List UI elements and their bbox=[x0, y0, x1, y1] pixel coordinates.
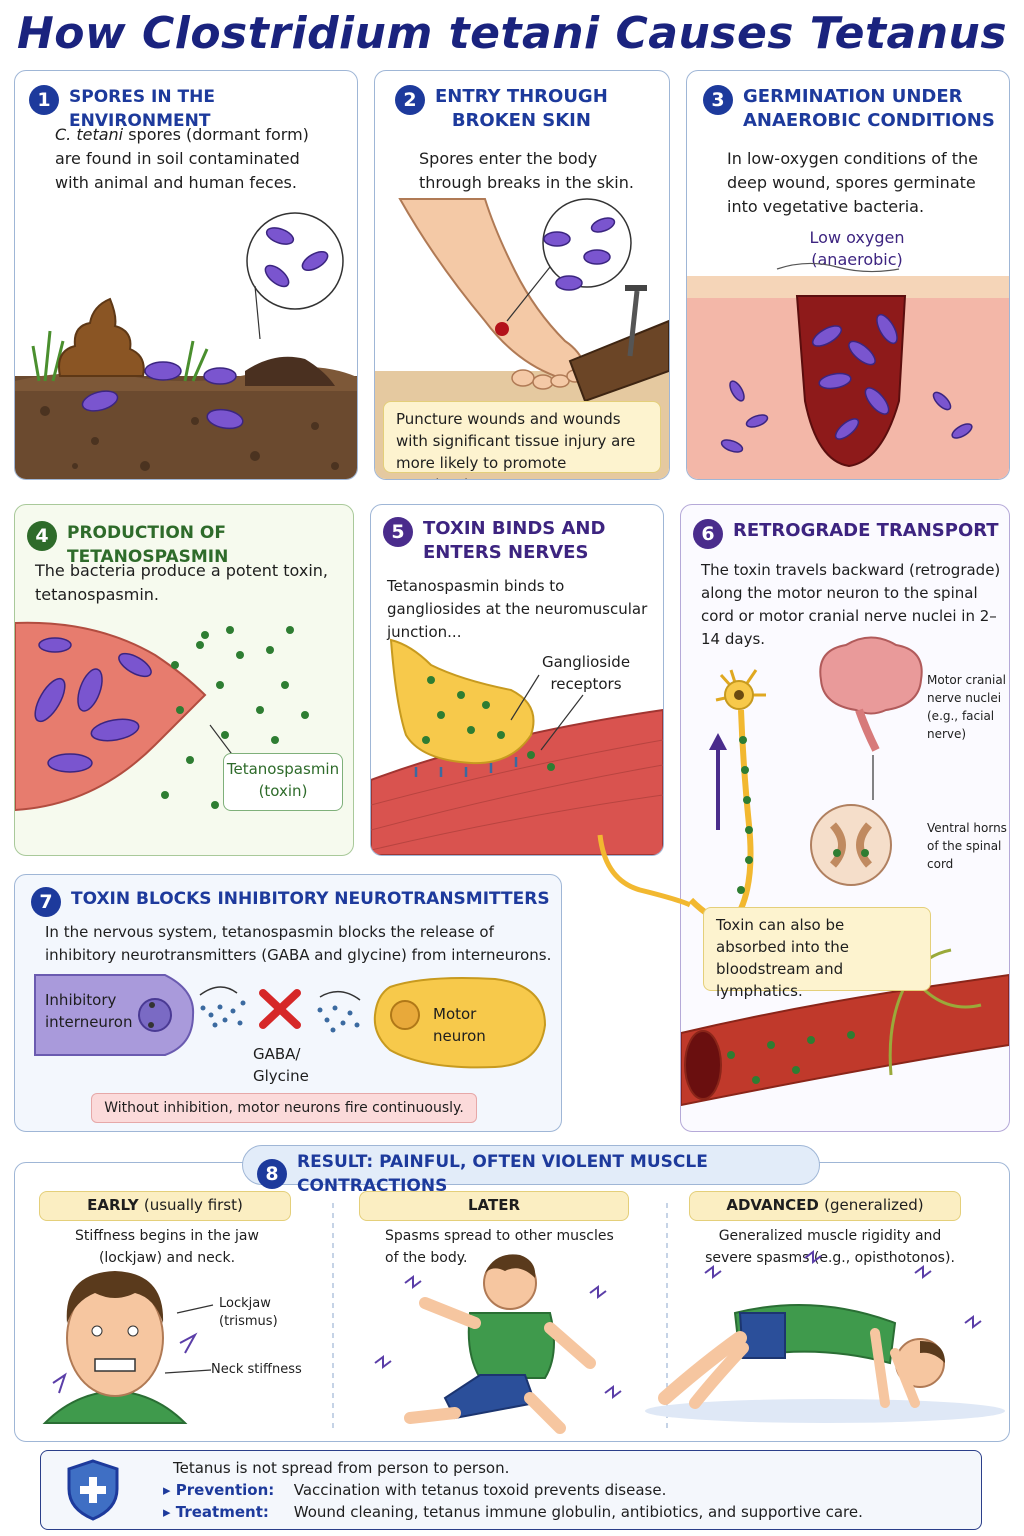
wound-note: Puncture wounds and wounds with signific… bbox=[383, 401, 661, 479]
panel-heading: RESULT: PAINFUL, OFTEN VIOLENT MUSCLE CO… bbox=[297, 1152, 708, 1196]
lockjaw-label: Lockjaw(trismus) bbox=[219, 1296, 278, 1329]
toxin-release-illustration bbox=[15, 621, 309, 812]
neuron-transport-illustration bbox=[681, 636, 1009, 1107]
spasm-person-illustration bbox=[374, 1254, 622, 1434]
soil-illustration bbox=[15, 212, 357, 479]
panel-tetanospasmin-production: 4 PRODUCTION OF TETANOSPASMIN The bacter… bbox=[14, 504, 354, 856]
result-header-pill: 8 RESULT: PAINFUL, OFTEN VIOLENT MUSCLE … bbox=[242, 1145, 820, 1196]
panel-heading: TOXIN BLOCKS INHIBITORY NEUROTRANSMITTER… bbox=[71, 889, 550, 909]
panel-spores-environment: 1 SPORES IN THE ENVIRONMENT C. tetani sp… bbox=[14, 70, 358, 480]
later-text: Spasms spread to other muscles of the bo… bbox=[385, 1228, 614, 1266]
panel-text: In low-oxygen conditions of the deep wou… bbox=[727, 149, 978, 216]
step-number: 1 bbox=[29, 85, 59, 115]
step-number: 8 bbox=[257, 1159, 287, 1189]
panel-text: C. tetani spores (dormant form) are foun… bbox=[55, 125, 309, 192]
panel-heading: SPORES IN THE ENVIRONMENT bbox=[69, 87, 215, 131]
advanced-text: Generalized muscle rigidity and severe s… bbox=[705, 1228, 955, 1266]
panel-heading: PRODUCTION OF TETANOSPASMIN bbox=[67, 523, 229, 567]
prevention-row: ▸ Prevention:Vaccination with tetanus to… bbox=[163, 1481, 667, 1499]
not-contagious-text: Tetanus is not spread from person to per… bbox=[173, 1459, 510, 1477]
stage-advanced-badge: ADVANCED (generalized) bbox=[689, 1191, 961, 1221]
panel-heading: RETROGRADE TRANSPORT bbox=[733, 520, 999, 541]
low-oxygen-label: Low oxygen(anaerobic) bbox=[809, 228, 905, 269]
panel-retrograde-transport: 6 RETROGRADE TRANSPORT The toxin travels… bbox=[680, 504, 1010, 1132]
synapse-block-illustration bbox=[34, 974, 547, 1069]
step-number: 3 bbox=[703, 85, 733, 115]
early-text: Stiffness begins in the jaw (lockjaw) an… bbox=[75, 1228, 259, 1266]
panel-text: The bacteria produce a potent toxin, tet… bbox=[35, 561, 328, 604]
neck-stiffness-label: Neck stiffness bbox=[211, 1362, 302, 1377]
neuromuscular-junction-illustration bbox=[371, 638, 663, 855]
step-number: 6 bbox=[693, 519, 723, 549]
stage-later-badge: LATER bbox=[359, 1191, 629, 1221]
panel-text: In the nervous system, tetanospasmin blo… bbox=[45, 923, 552, 964]
lockjaw-person-illustration bbox=[42, 1271, 214, 1424]
step-number: 5 bbox=[383, 517, 413, 547]
treatment-row: ▸ Treatment:Wound cleaning, tetanus immu… bbox=[163, 1503, 863, 1521]
panel-text: Tetanospasmin binds to gangliosides at t… bbox=[387, 577, 648, 641]
panel-result-contractions: EARLY (usually first) Stiffness begins i… bbox=[14, 1162, 1010, 1442]
step-number: 4 bbox=[27, 521, 57, 551]
warning-banner: Without inhibition, motor neurons fire c… bbox=[91, 1093, 477, 1123]
page-title: How Clostridium tetani Causes Tetanus bbox=[16, 8, 1008, 59]
bloodstream-note: Toxin can also be absorbed into the bloo… bbox=[703, 907, 931, 1000]
shield-icon bbox=[67, 1459, 119, 1521]
deep-wound-illustration bbox=[687, 262, 1009, 479]
step-number: 2 bbox=[395, 85, 425, 115]
tetanospasmin-label: Tetanospasmin(toxin) bbox=[223, 753, 343, 811]
panel-blocks-neurotransmitters: 7 TOXIN BLOCKS INHIBITORY NEUROTRANSMITT… bbox=[14, 874, 562, 1132]
panel-text: The toxin travels backward (retrograde) … bbox=[701, 561, 1001, 648]
footer-summary: Tetanus is not spread from person to per… bbox=[40, 1450, 982, 1530]
stage-early-badge: EARLY (usually first) bbox=[39, 1191, 291, 1221]
panel-text: Spores enter the body through breaks in … bbox=[419, 149, 634, 192]
gaba-glycine-label: GABA/Glycine bbox=[253, 1045, 309, 1085]
opisthotonos-person-illustration bbox=[645, 1250, 1005, 1423]
step-number: 7 bbox=[31, 887, 61, 917]
